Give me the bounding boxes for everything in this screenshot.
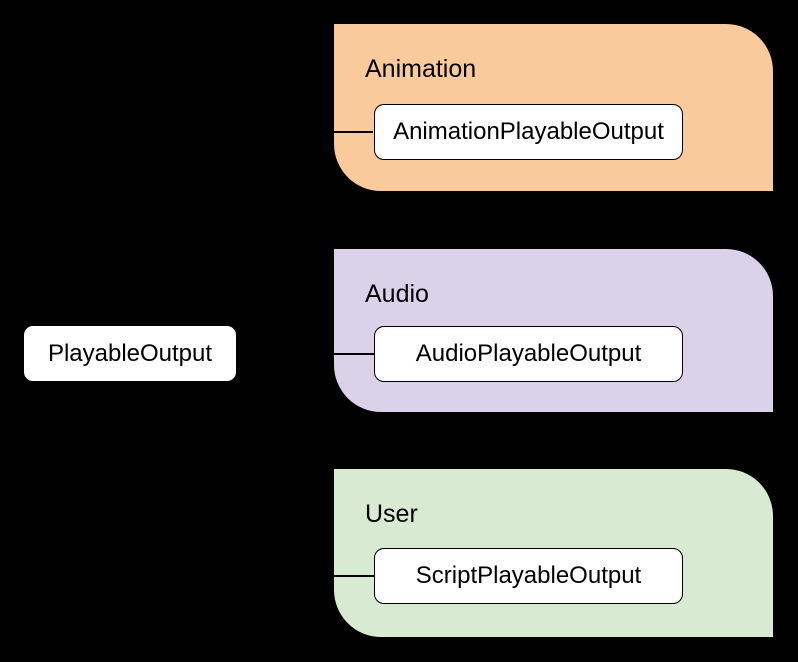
group-user: User bbox=[333, 468, 774, 638]
group-audio: Audio bbox=[333, 248, 774, 413]
group-audio-label: Audio bbox=[365, 280, 429, 308]
node-playable-output-label: PlayableOutput bbox=[47, 339, 213, 367]
group-animation-label: Animation bbox=[365, 55, 477, 83]
group-animation: Animation bbox=[333, 23, 774, 192]
group-user-label: User bbox=[365, 500, 418, 528]
node-playable-output: PlayableOutput bbox=[23, 325, 237, 382]
